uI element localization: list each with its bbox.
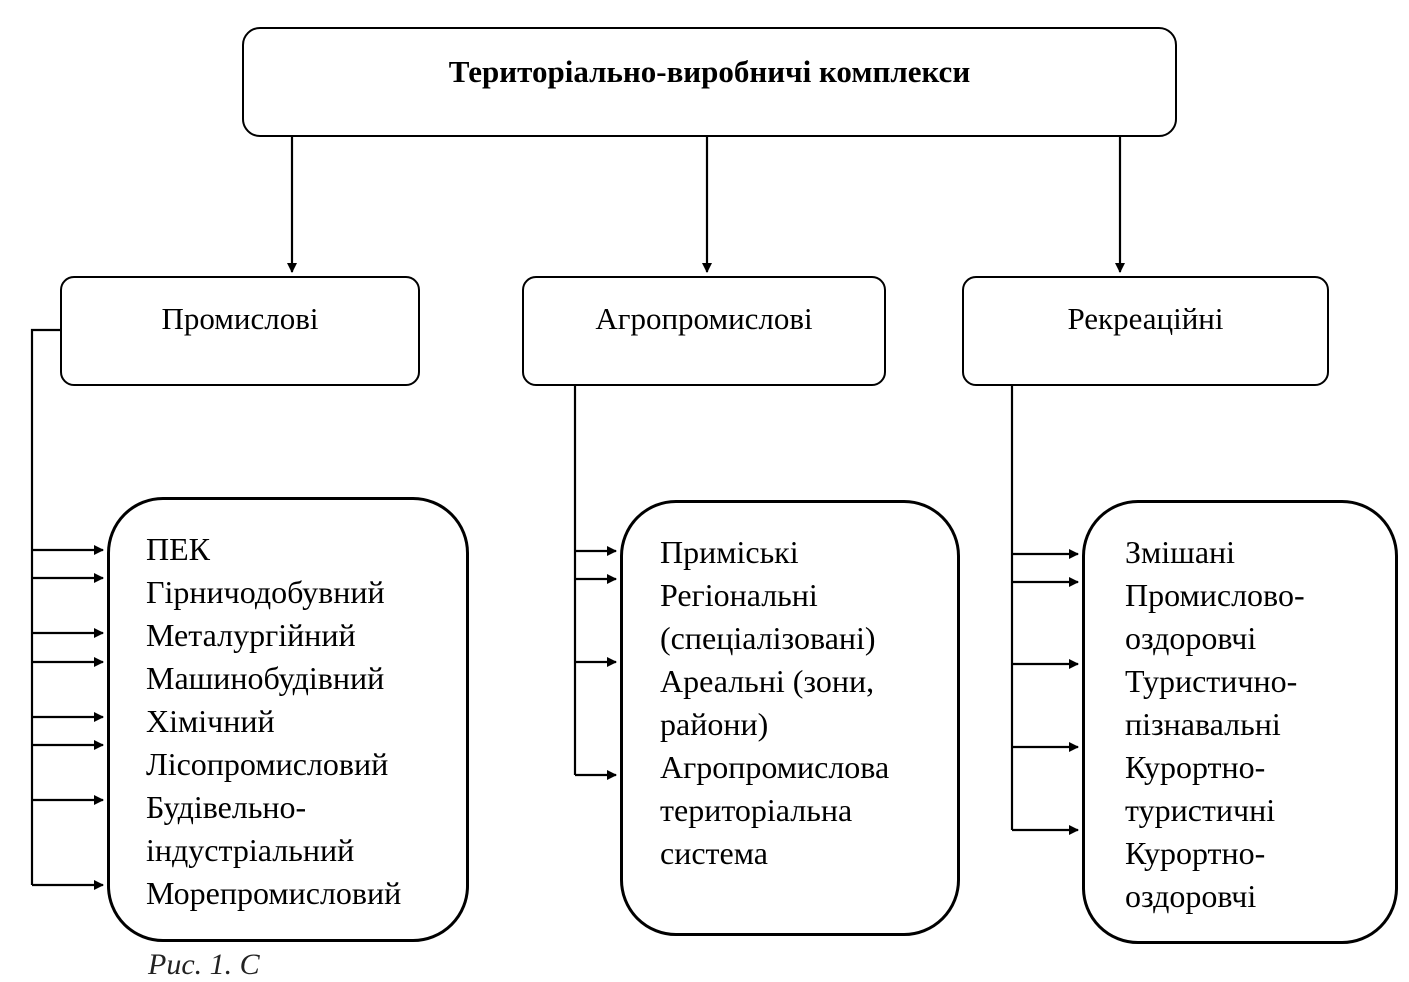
list-item: Машинобудівний — [146, 660, 385, 696]
list-item: територіальна — [660, 792, 853, 828]
list-promyslovi: ПЕК Гірничодобувний Металургійний Машино… — [107, 497, 469, 942]
list-item: Ареальні (зони, — [660, 663, 875, 699]
list-item: Лісопромисловий — [146, 746, 389, 782]
list-item: туристичні — [1125, 792, 1276, 828]
category-promyslovi: Промислові — [60, 276, 420, 386]
list-items: Змішані Промислово- оздоровчі Туристично… — [1125, 531, 1305, 918]
list-item: райони) — [660, 706, 769, 742]
list-item: Туристично- — [1125, 663, 1298, 699]
list-item: Агропромислова — [660, 749, 890, 785]
list-item: Гірничодобувний — [146, 574, 385, 610]
list-items: Приміські Регіональні (спеціалізовані) А… — [660, 531, 889, 875]
figure-caption: Рис. 1. С — [148, 948, 260, 981]
list-item: Морепромисловий — [146, 875, 402, 911]
list-item: (спеціалізовані) — [660, 620, 876, 656]
list-item: Хімічний — [146, 703, 275, 739]
category-agropromyslovi: Агропромислові — [522, 276, 886, 386]
list-item: пізнавальні — [1125, 706, 1281, 742]
list-item: система — [660, 835, 768, 871]
list-item: оздоровчі — [1125, 878, 1257, 914]
category-rekreatsiini: Рекреаційні — [962, 276, 1329, 386]
list-item: Промислово- — [1125, 577, 1305, 613]
list-item: індустріальний — [146, 832, 355, 868]
list-item: Курортно- — [1125, 835, 1266, 871]
root-label: Територіально-виробничі комплекси — [448, 54, 971, 89]
list-rekreatsiini: Змішані Промислово- оздоровчі Туристично… — [1082, 500, 1398, 944]
list-item: Змішані — [1125, 534, 1236, 570]
list-items: ПЕК Гірничодобувний Металургійний Машино… — [146, 528, 401, 915]
category-label: Промислові — [161, 301, 319, 336]
list-item: ПЕК — [146, 531, 210, 567]
list-item: Курортно- — [1125, 749, 1266, 785]
list-item: Регіональні — [660, 577, 818, 613]
root-node: Територіально-виробничі комплекси — [242, 27, 1177, 137]
category-label: Агропромислові — [595, 301, 813, 336]
list-item: Приміські — [660, 534, 799, 570]
spine-promyslovi — [30, 328, 60, 885]
category-label: Рекреаційні — [1067, 301, 1224, 336]
list-item: оздоровчі — [1125, 620, 1257, 656]
list-item: Будівельно- — [146, 789, 307, 825]
list-item: Металургійний — [146, 617, 356, 653]
list-agropromyslovi: Приміські Регіональні (спеціалізовані) А… — [620, 500, 960, 936]
